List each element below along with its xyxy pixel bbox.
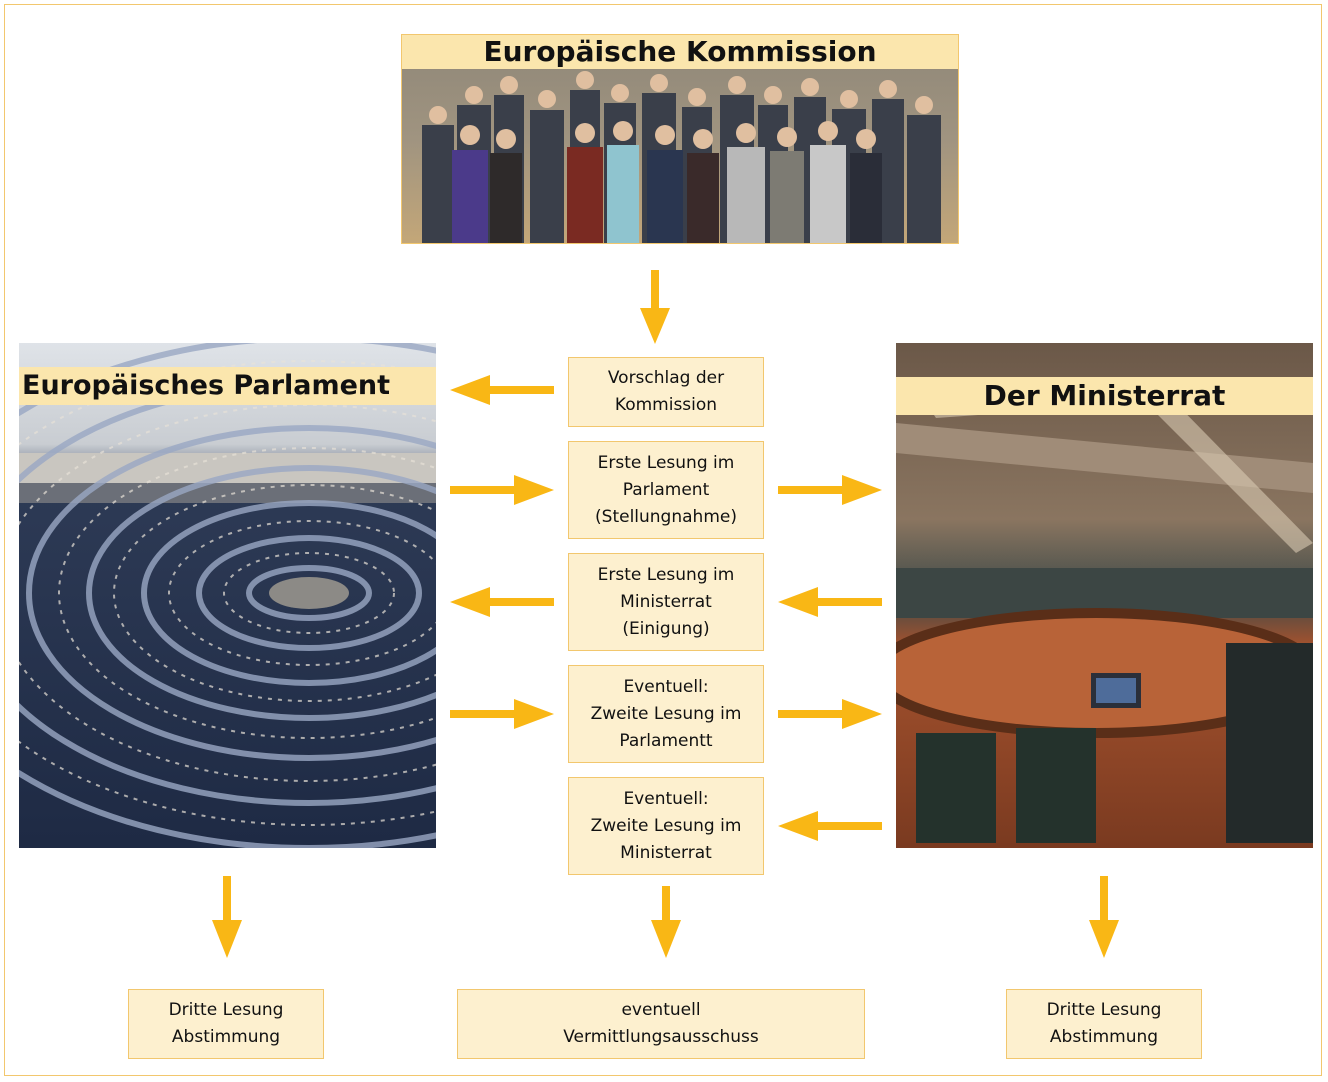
council-heading: Der Ministerrat (896, 377, 1313, 415)
arrow-down-commission (640, 270, 670, 344)
arrow-from-council-1 (778, 587, 882, 617)
council-photo: Der Ministerrat (896, 343, 1313, 848)
arrow-from-parliament-2 (450, 699, 554, 729)
arrow-to-parliament-2 (450, 587, 554, 617)
step-second-reading-parliament: Eventuell: Zweite Lesung im Parlamentt (568, 665, 764, 763)
arrow-to-council-2 (778, 699, 882, 729)
outcome-council: Dritte Lesung Abstimmung (1006, 989, 1202, 1059)
diagram-frame (4, 4, 1322, 1076)
parliament-photo: Europäisches Parlament (19, 343, 436, 848)
arrow-from-council-2 (778, 811, 882, 841)
commission-heading: Europäische Kommission (402, 35, 958, 69)
commission-photo: Europäische Kommission (401, 34, 959, 244)
arrow-down-council (1089, 876, 1119, 958)
parliament-heading: Europäisches Parlament (19, 367, 436, 405)
outcome-conciliation: eventuell Vermittlungsausschuss (457, 989, 865, 1059)
step-first-reading-parliament: Erste Lesung im Parlament (Stellungnahme… (568, 441, 764, 539)
outcome-parliament: Dritte Lesung Abstimmung (128, 989, 324, 1059)
step-first-reading-council: Erste Lesung im Ministerrat (Einigung) (568, 553, 764, 651)
arrow-to-parliament-1 (450, 375, 554, 405)
arrow-from-parliament-1 (450, 475, 554, 505)
step-proposal: Vorschlag der Kommission (568, 357, 764, 427)
arrow-down-center (651, 886, 681, 958)
step-second-reading-council: Eventuell: Zweite Lesung im Ministerrat (568, 777, 764, 875)
arrow-to-council-1 (778, 475, 882, 505)
arrow-down-parliament (212, 876, 242, 958)
